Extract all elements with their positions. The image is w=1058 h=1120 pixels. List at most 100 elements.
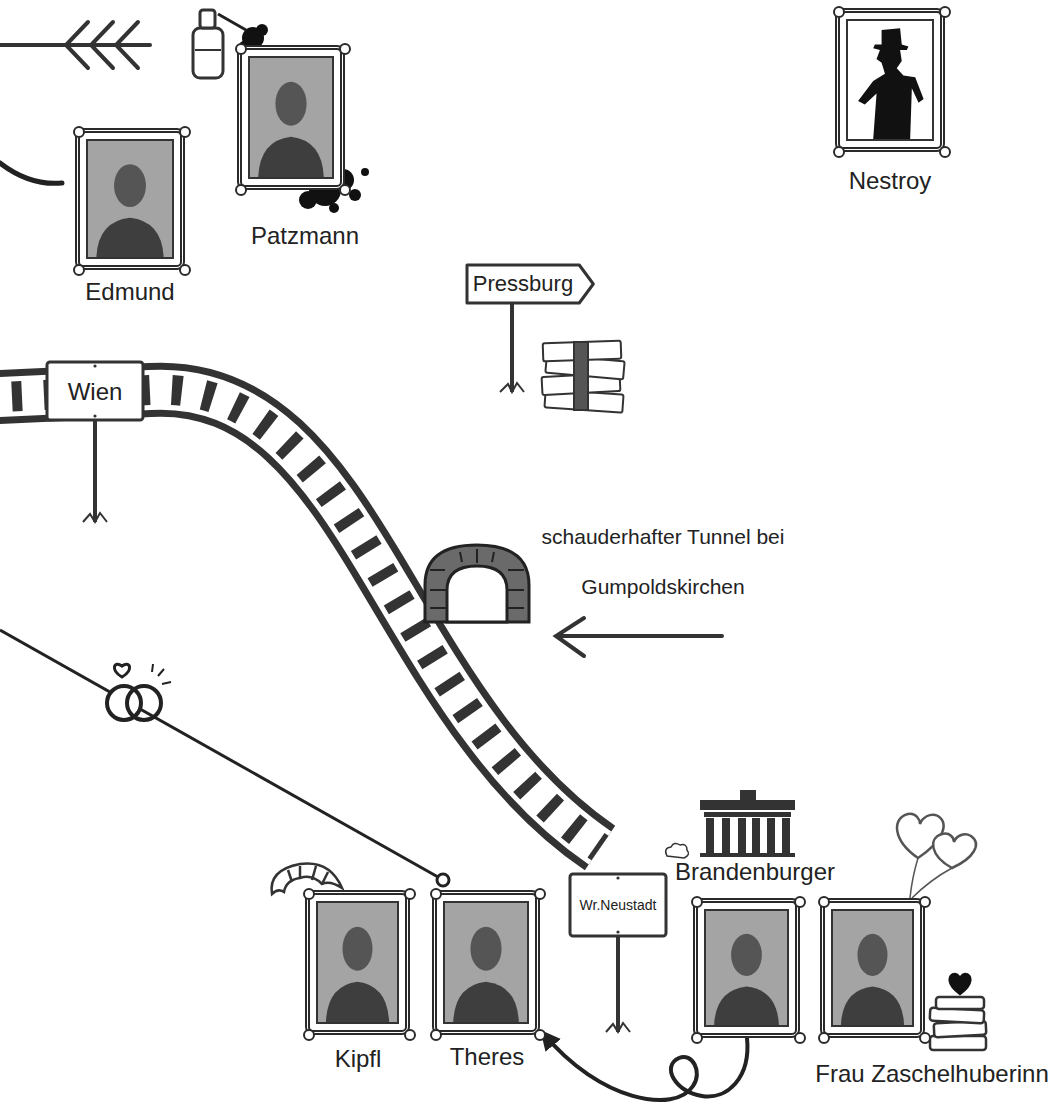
pointer-arrow xyxy=(556,618,722,656)
sparkle xyxy=(152,664,171,684)
sign-board xyxy=(570,874,666,936)
frame-ornament xyxy=(534,1029,546,1041)
frame-ornament xyxy=(534,888,546,900)
sign-text: Wr.Neustadt xyxy=(580,897,657,914)
grass xyxy=(500,383,524,392)
frame-ornament xyxy=(919,896,931,908)
portrait-shoulders xyxy=(96,218,163,257)
frame-ornament xyxy=(235,43,247,55)
balloon-string xyxy=(910,858,952,898)
arrow-icon xyxy=(0,22,150,68)
rail-gap xyxy=(0,390,600,848)
portrait-head xyxy=(114,164,146,207)
gate-column xyxy=(706,818,714,854)
portrait-photo xyxy=(86,139,174,259)
relation-connector xyxy=(543,1033,747,1100)
frame-ornament xyxy=(430,888,442,900)
frame-ornament xyxy=(179,264,191,276)
can-nozzle xyxy=(200,10,215,28)
portrait-shoulders xyxy=(714,986,779,1025)
portrait-head xyxy=(470,927,501,971)
ring xyxy=(127,686,161,720)
portrait-frame xyxy=(237,45,345,190)
portrait-image xyxy=(250,58,332,177)
speech-cloud xyxy=(666,843,689,858)
arrow-shaft xyxy=(0,43,150,47)
grass xyxy=(606,1023,630,1032)
sign-nail xyxy=(93,364,96,367)
portrait-frame xyxy=(432,890,540,1035)
portrait-node: Kipfl xyxy=(305,890,410,1073)
relation-line xyxy=(0,630,438,877)
frame-ornament xyxy=(303,1029,315,1041)
frame-ornament xyxy=(794,896,806,908)
sign-text: Wien xyxy=(68,377,123,406)
gate-column xyxy=(767,818,775,854)
photo-background xyxy=(250,58,332,177)
portrait-node: Patzmann xyxy=(237,45,359,250)
ink-blot xyxy=(329,203,339,213)
portrait-image xyxy=(445,903,527,1022)
portrait-frame xyxy=(305,890,410,1035)
tunnel-opening xyxy=(447,566,507,622)
signpost-node: Wr.Neustadt xyxy=(568,872,668,938)
portrait-frame xyxy=(693,898,800,1038)
heart xyxy=(950,974,971,994)
gate-statue xyxy=(740,790,756,800)
frame-ornament xyxy=(303,888,315,900)
frame-ornament xyxy=(691,896,703,908)
tunnel-bricks xyxy=(430,549,524,608)
portrait-node: Nestroy xyxy=(835,8,945,195)
gate-column xyxy=(752,818,760,854)
curve-line xyxy=(0,163,62,183)
sign-board xyxy=(467,265,593,303)
ink-blot xyxy=(299,191,317,209)
portrait-photo xyxy=(831,909,914,1027)
books-icon xyxy=(930,974,987,1050)
frame-ornament xyxy=(430,1029,442,1041)
portrait-head xyxy=(731,934,762,976)
portrait-photo xyxy=(248,56,334,179)
arrow-shaft xyxy=(558,634,722,638)
grass xyxy=(83,513,107,522)
frame-ornament xyxy=(404,888,416,900)
gate-column xyxy=(738,818,746,854)
portrait-image xyxy=(833,911,912,1025)
frame-ornament xyxy=(404,1029,416,1041)
silhouette xyxy=(858,28,924,139)
portrait-head xyxy=(275,82,306,126)
tunnel-arch xyxy=(425,545,529,622)
frame-ornament xyxy=(339,43,351,55)
book xyxy=(936,997,984,1009)
character-name: Kipfl xyxy=(335,1045,382,1073)
frame-ornament xyxy=(833,146,845,158)
portrait-frame xyxy=(75,128,185,270)
portrait-image xyxy=(848,21,932,139)
ink-blot xyxy=(256,24,268,36)
photo-background xyxy=(706,911,787,1025)
character-name: Nestroy xyxy=(849,167,932,195)
arrow-head xyxy=(556,618,584,656)
rail-outer xyxy=(0,390,600,848)
rail-sleepers xyxy=(0,390,600,848)
sign-post xyxy=(93,420,97,522)
balloon-heart xyxy=(933,834,976,868)
sign-nail xyxy=(93,414,96,417)
portrait-image xyxy=(706,911,787,1025)
frame-ornament xyxy=(939,146,951,158)
portrait-shoulders xyxy=(841,986,904,1025)
signpost-node: Pressburg xyxy=(465,263,595,305)
frame-ornament xyxy=(818,896,830,908)
arrow-fletching xyxy=(66,22,138,68)
character-name: Patzmann xyxy=(251,222,359,250)
portrait-frame xyxy=(835,8,945,152)
can-band xyxy=(195,49,221,51)
gate-top xyxy=(700,800,795,810)
ink-blot xyxy=(361,168,369,176)
photo-background xyxy=(445,903,527,1022)
frame-ornament xyxy=(179,126,191,138)
portrait-photo xyxy=(316,901,399,1024)
heart-balloons-icon xyxy=(897,814,976,898)
